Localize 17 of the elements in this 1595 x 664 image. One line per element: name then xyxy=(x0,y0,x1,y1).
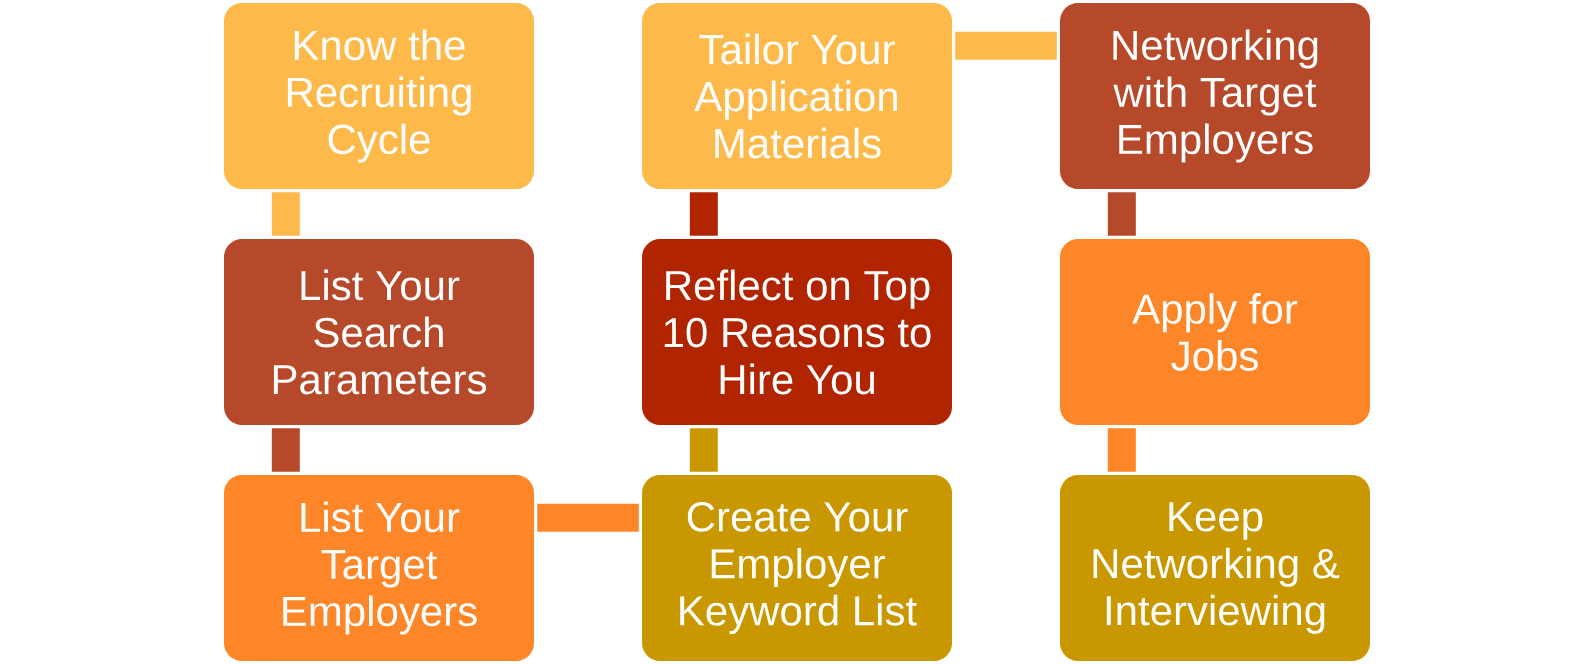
connector-bar xyxy=(955,31,1057,60)
process-box: Networking with Target Employers xyxy=(1060,3,1370,189)
process-box: List Your Search Parameters xyxy=(224,239,534,425)
process-box: Tailor Your Application Materials xyxy=(642,3,952,189)
connector-bar xyxy=(271,428,300,472)
connector-bar xyxy=(1107,192,1136,236)
connector-bar xyxy=(271,192,300,236)
connector-bar xyxy=(689,428,718,472)
process-box: Create Your Employer Keyword List xyxy=(642,475,952,661)
process-box: List Your Target Employers xyxy=(224,475,534,661)
process-box: Keep Networking & Interviewing xyxy=(1060,475,1370,661)
connector-bar xyxy=(1107,428,1136,472)
connector-bar xyxy=(689,192,718,236)
process-box: Know the Recruiting Cycle xyxy=(224,3,534,189)
process-box: Apply for Jobs xyxy=(1060,239,1370,425)
process-box: Reflect on Top 10 Reasons to Hire You xyxy=(642,239,952,425)
connector-bar xyxy=(537,503,639,532)
